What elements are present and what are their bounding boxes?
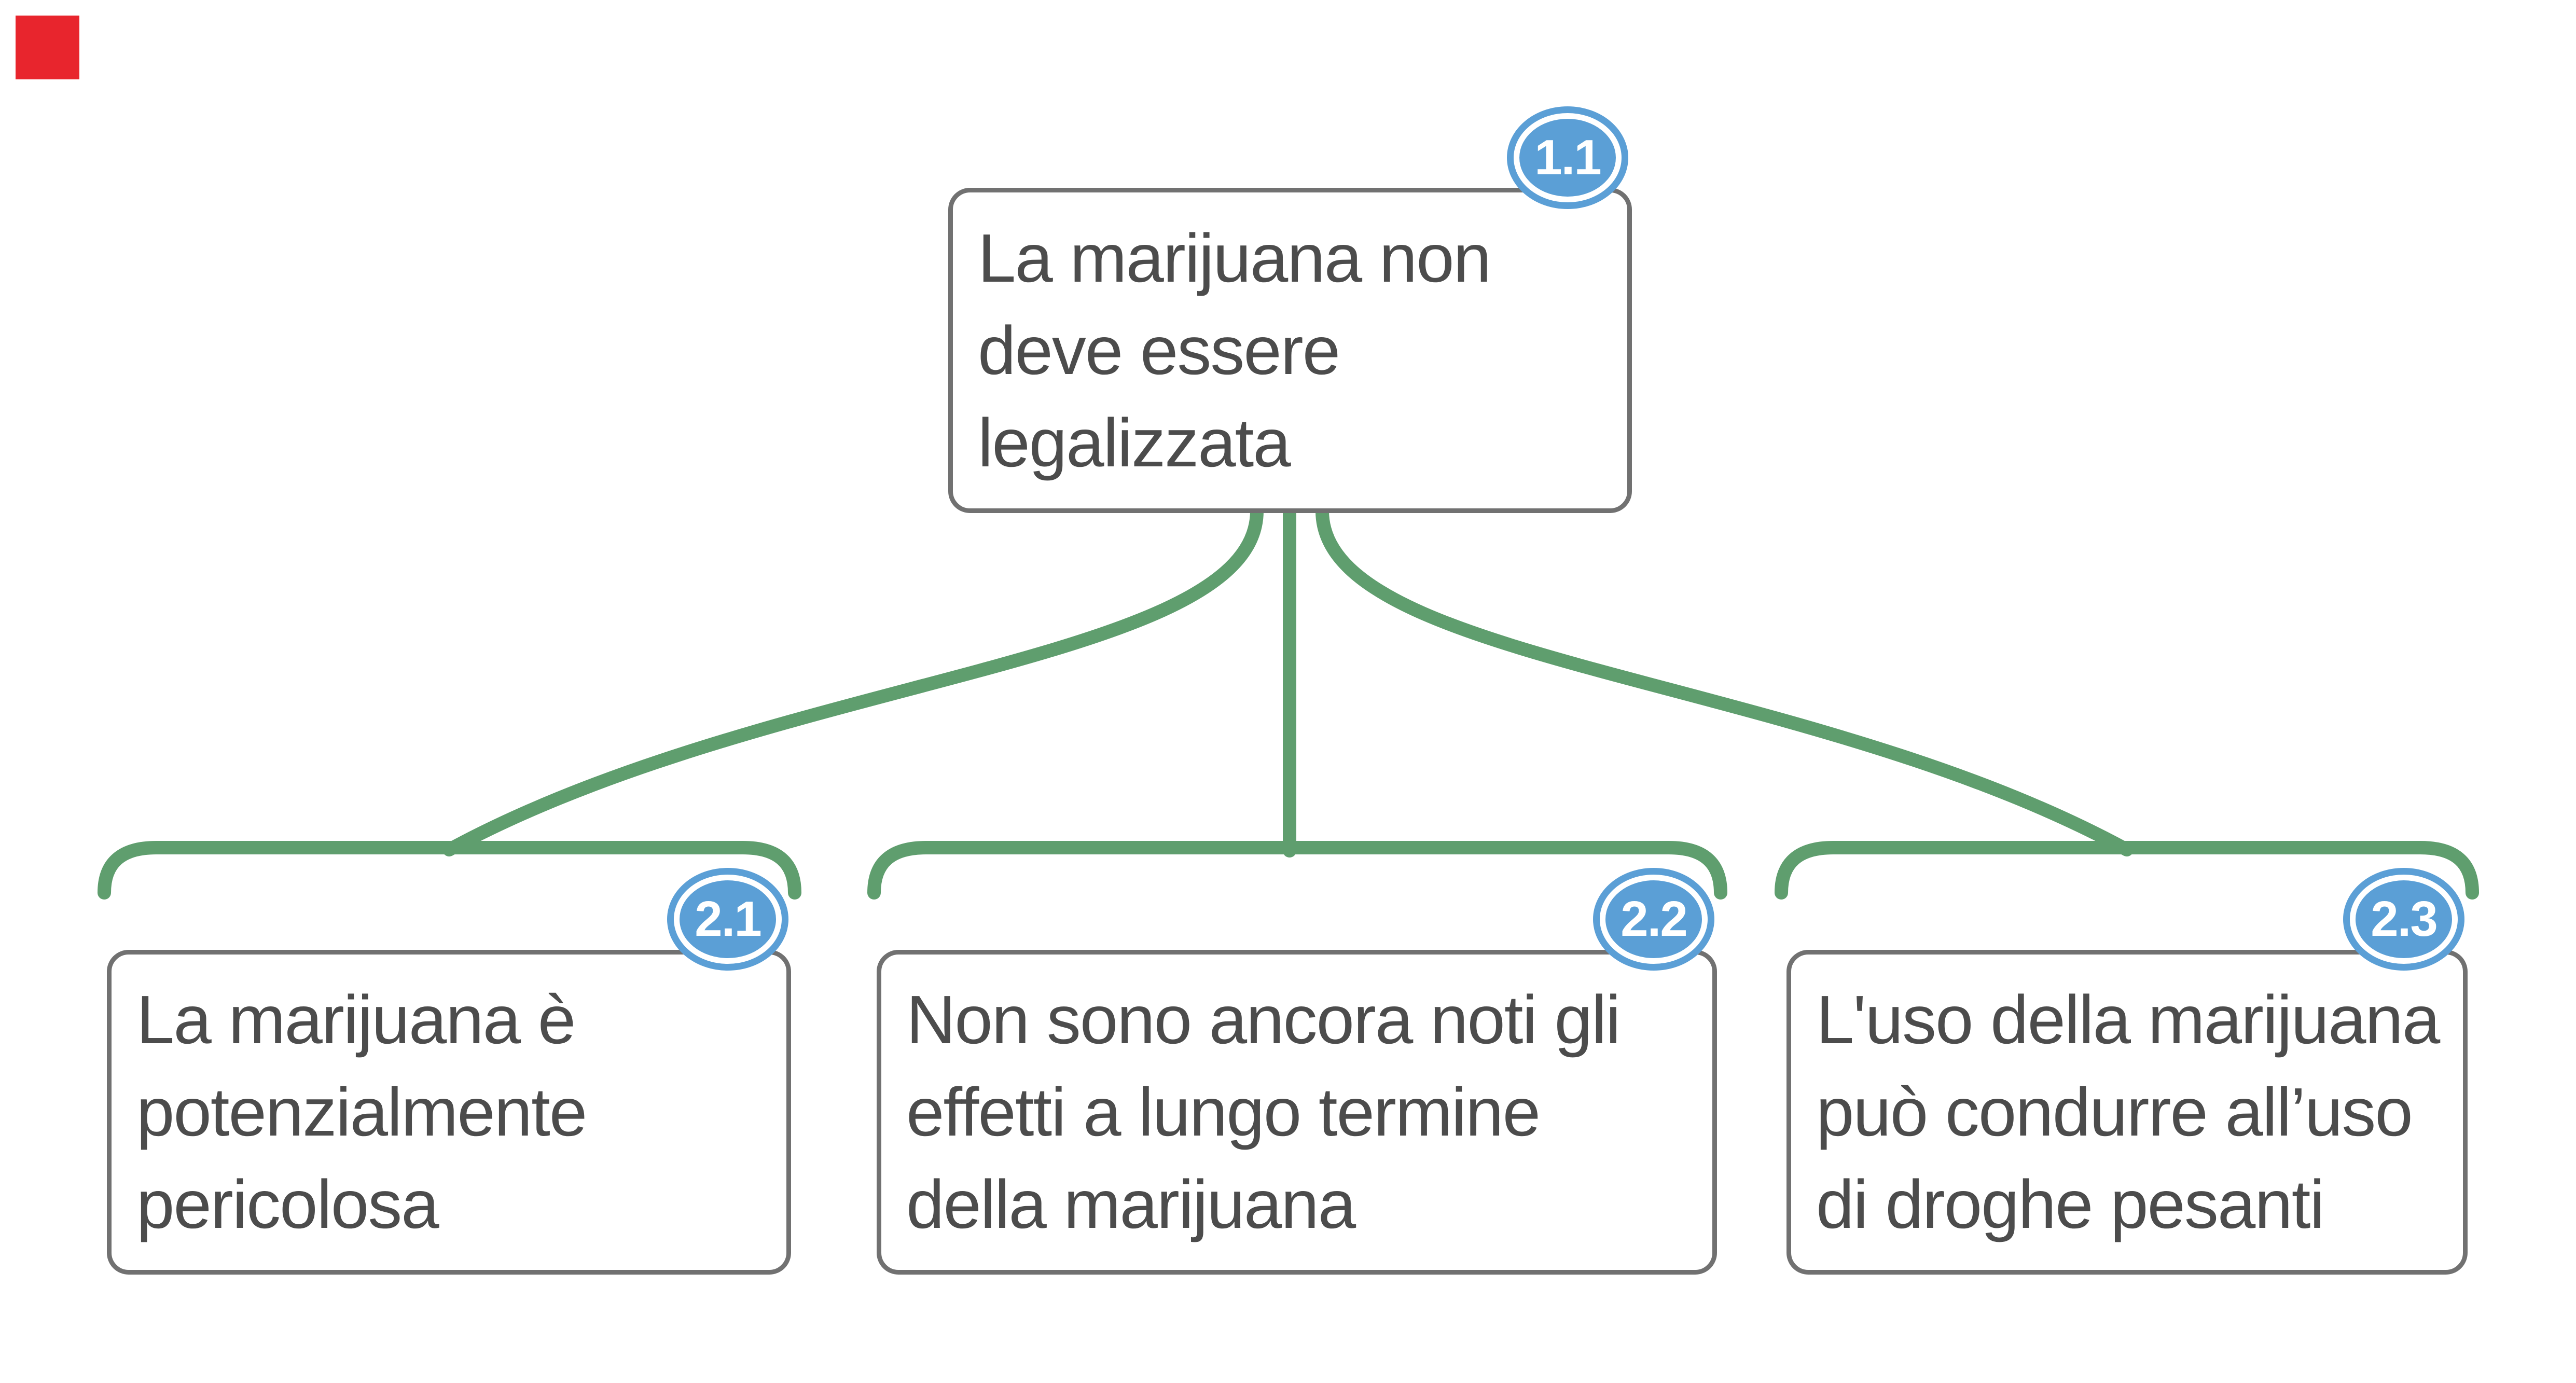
node-id-badge-root[interactable]: 1.1 [1514,113,1622,202]
premise-node-3[interactable]: L'uso della marijuana può condurre all’u… [1786,950,2468,1275]
premise-node-1-text: La marijuana è potenzialmente pericolosa [136,981,587,1242]
node-id-badge-root-label: 1.1 [1534,130,1601,185]
connector-root-to-child-1 [442,504,1264,856]
premise-node-3-text: L'uso della marijuana può condurre all’u… [1816,981,2440,1242]
bracket-child-3 [1775,841,2479,900]
bracket-child-2 [867,841,1727,900]
connector-root-to-child-3 [1315,504,2134,856]
claim-node-text: La marijuana non deve essere legalizzata [978,219,1491,481]
claim-node-root[interactable]: La marijuana non deve essere legalizzata [948,188,1632,513]
premise-node-2-text: Non sono ancora noti gli effetti a lungo… [906,981,1621,1242]
node-id-badge-child-3-label: 2.3 [2371,891,2437,947]
premise-node-2[interactable]: Non sono ancora noti gli effetti a lungo… [877,950,1717,1275]
premise-node-1[interactable]: La marijuana è potenzialmente pericolosa [107,950,791,1275]
red-marker-square [16,16,79,79]
node-id-badge-child-2[interactable]: 2.2 [1600,875,1708,964]
node-id-badge-child-2-label: 2.2 [1621,891,1687,947]
bracket-child-1 [98,841,801,900]
node-id-badge-child-1[interactable]: 2.1 [674,875,782,964]
node-id-badge-child-1-label: 2.1 [695,891,761,947]
node-id-badge-child-3[interactable]: 2.3 [2350,875,2458,964]
